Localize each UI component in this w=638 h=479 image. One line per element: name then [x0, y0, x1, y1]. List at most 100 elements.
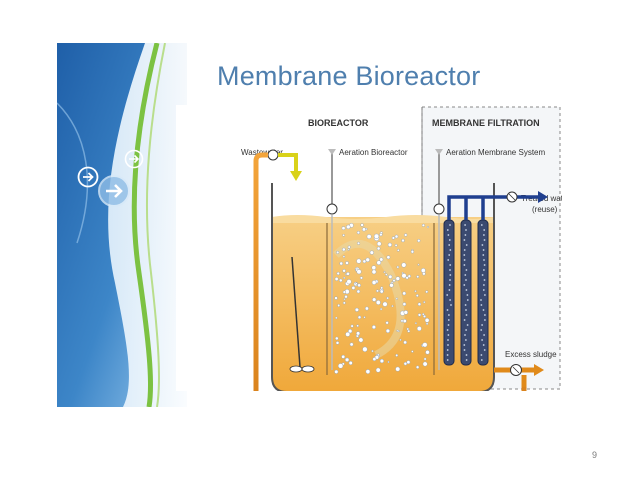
bubble: [357, 315, 362, 320]
section-membrane-label: MEMBRANE FILTRATION: [432, 118, 540, 128]
bubble: [403, 310, 409, 315]
bubble: [404, 233, 408, 237]
membrane-dot: [463, 349, 466, 351]
membrane-dot: [449, 224, 451, 226]
bubble: [372, 297, 377, 302]
bubble: [422, 361, 428, 367]
bubble: [407, 274, 411, 278]
bubble: [365, 369, 371, 374]
tank-wall: [271, 183, 495, 391]
membrane-dot: [463, 249, 466, 251]
mixer-shaft: [291, 256, 301, 368]
membrane-dot: [448, 244, 451, 246]
mixer-blade: [289, 365, 303, 373]
wastewater-inlet-pipe: [278, 153, 298, 173]
bubble: [416, 275, 420, 279]
bubble: [386, 296, 389, 300]
bubble: [343, 276, 346, 280]
bubble: [334, 277, 339, 281]
membrane-dot: [463, 259, 466, 261]
bubble: [395, 276, 401, 281]
bubble: [350, 324, 354, 328]
membrane-dot: [465, 354, 468, 356]
membrane-dot: [481, 244, 484, 246]
bubble: [342, 290, 347, 294]
bubble: [395, 353, 399, 357]
pump-mark: [512, 366, 520, 374]
bubble: [387, 360, 390, 364]
bubble: [345, 331, 351, 337]
membrane-dot: [465, 329, 467, 331]
membrane-dot: [464, 234, 467, 236]
bubble: [403, 340, 407, 345]
membrane-dot: [448, 314, 450, 316]
membrane-dot: [446, 294, 449, 296]
bubble: [372, 357, 377, 362]
membrane-dot: [447, 259, 450, 261]
bubble: [334, 296, 338, 300]
membrane-dot: [449, 274, 452, 276]
membrane-dot: [465, 309, 467, 311]
membrane-dot: [482, 289, 485, 291]
membrane-dot: [449, 279, 451, 281]
membrane-dot: [481, 324, 483, 326]
bubble: [339, 261, 344, 266]
bubble: [379, 358, 385, 364]
membrane-dot: [483, 334, 485, 336]
bubble: [347, 245, 351, 249]
bubble: [337, 363, 344, 369]
bubble: [344, 294, 348, 299]
membrane-dot: [446, 349, 449, 351]
bubble: [401, 238, 405, 243]
bubble: [376, 241, 382, 247]
bubble: [407, 329, 411, 333]
bubble: [355, 282, 358, 285]
bubble: [346, 271, 350, 276]
bubble: [414, 322, 417, 325]
page-number: 9: [592, 450, 598, 460]
membrane-dot: [446, 359, 449, 361]
bubble: [356, 269, 362, 275]
bubble: [399, 338, 402, 342]
bubble: [379, 289, 384, 294]
bubble: [379, 307, 383, 311]
membrane-dot: [449, 269, 451, 271]
bubble: [362, 259, 367, 264]
bubble: [417, 302, 422, 306]
mixer-blade: [301, 365, 315, 373]
membrane-dot: [464, 224, 466, 226]
bubble: [363, 316, 366, 319]
bubble: [341, 354, 346, 359]
bubble: [373, 233, 380, 239]
bubble: [422, 313, 425, 316]
bubble: [400, 319, 404, 323]
bubble: [391, 236, 396, 240]
membrane-dot: [483, 264, 486, 266]
membrane-dot: [446, 229, 449, 231]
aeration-arrow: [435, 149, 443, 155]
aeration-arrow: [328, 149, 336, 155]
bubble: [343, 298, 346, 301]
membrane-dot: [483, 279, 486, 281]
membrane-dot: [482, 249, 485, 251]
bubble: [396, 329, 399, 332]
excess-sludge-arrow: [534, 364, 544, 376]
bubble: [420, 268, 426, 273]
bubble: [346, 279, 352, 285]
bubble: [379, 257, 384, 262]
membrane-dot: [465, 279, 467, 281]
membrane-dot: [447, 324, 450, 326]
membrane-dot: [446, 354, 449, 356]
bubble: [402, 319, 407, 323]
membrane-dot: [484, 314, 486, 316]
membrane-dot: [484, 319, 486, 321]
membrane-dot: [484, 294, 486, 296]
membrane-dot: [482, 309, 485, 311]
arrow-right-circle-icon: [77, 166, 99, 188]
membrane-dot: [481, 274, 484, 276]
membrane-dot: [447, 234, 450, 236]
bubble: [371, 280, 377, 285]
bubble: [403, 361, 408, 366]
bubble: [348, 360, 353, 366]
membrane-dot: [483, 284, 485, 286]
